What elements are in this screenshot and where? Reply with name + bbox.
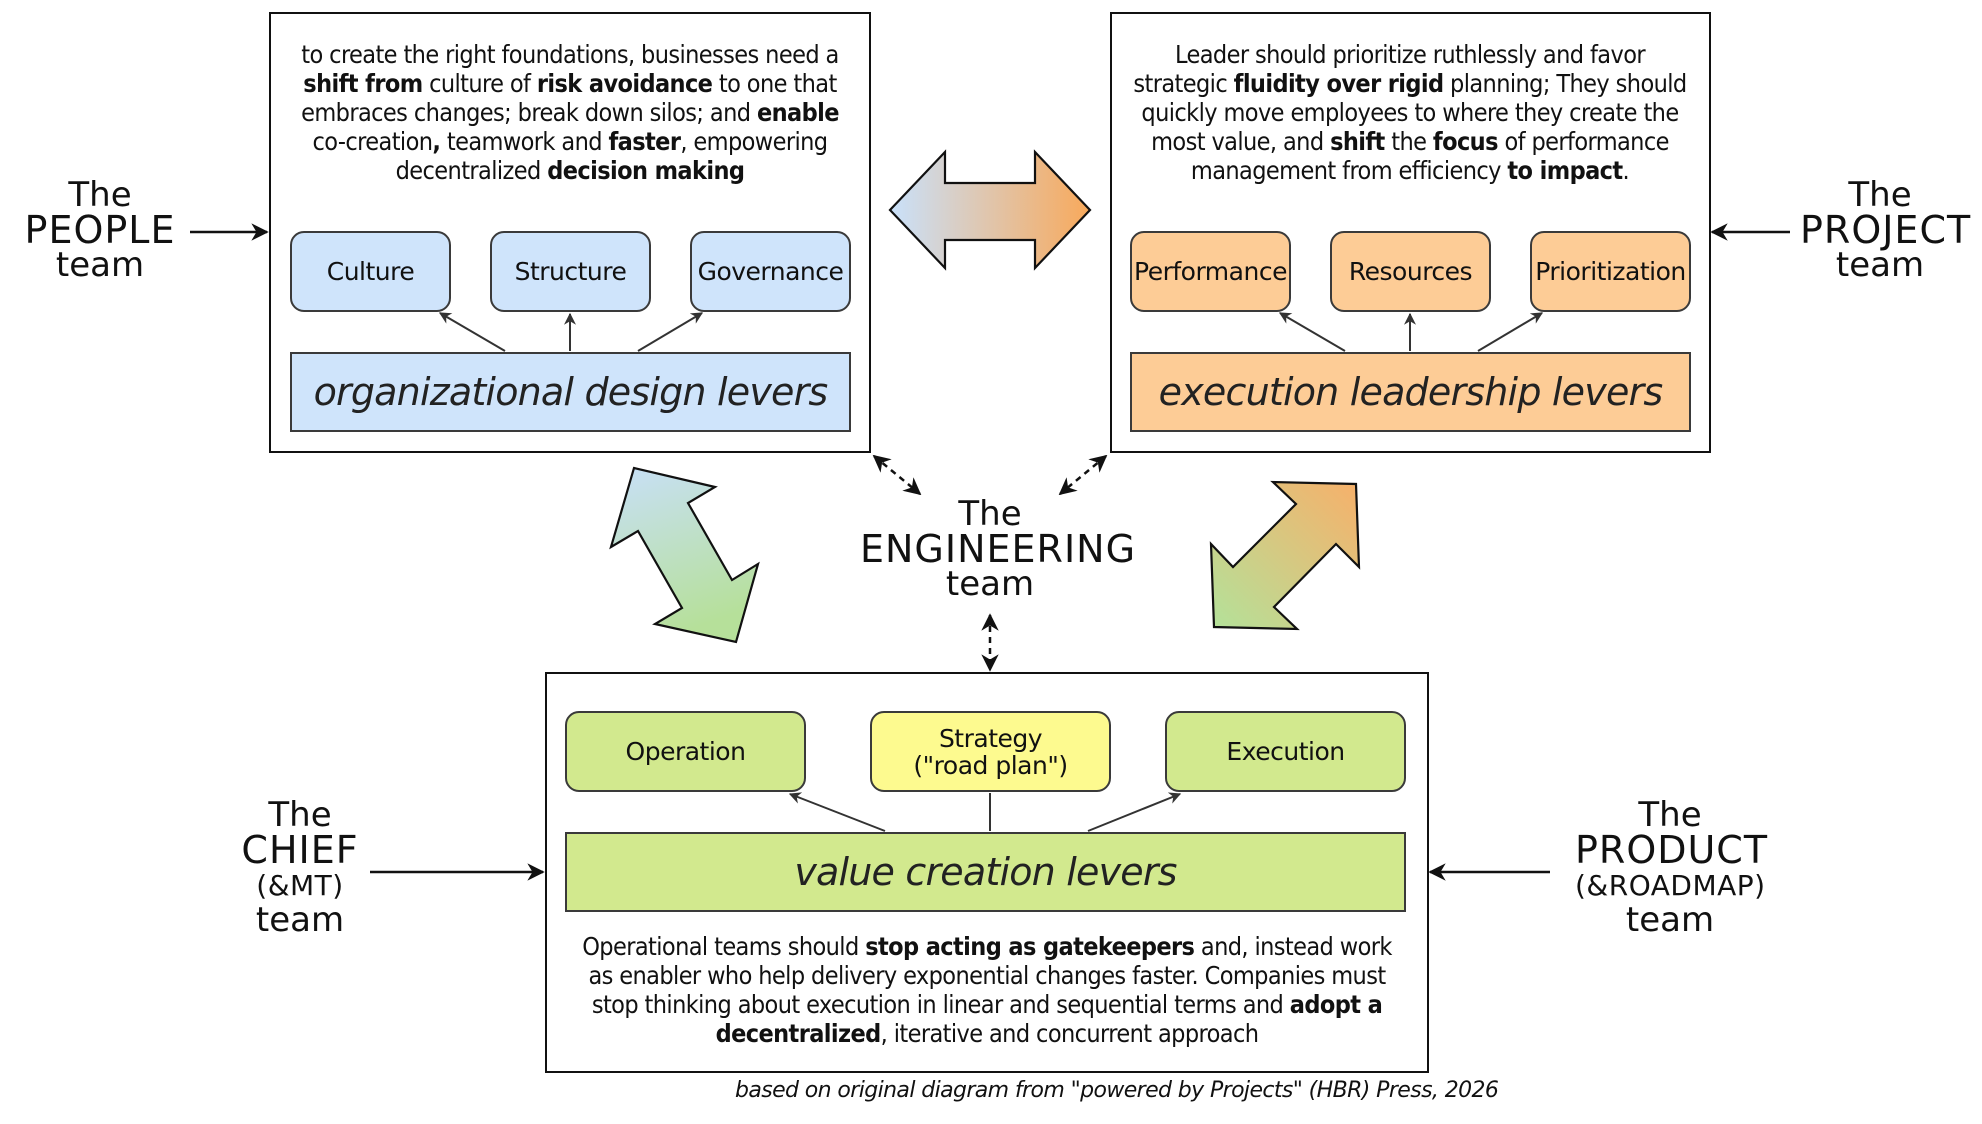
lever-operation: Operation [565,711,806,792]
people-team-label: The PEOPLE team [20,178,180,283]
people-project-exchange-arrow [888,149,1092,271]
lever-structure: Structure [490,231,651,312]
product-team-label: The PRODUCT (&ROADMAP) team [1575,795,1769,940]
engineering-people-dashed-arrow [872,454,922,496]
body-text: , iterative and concurrent approach [880,1019,1259,1048]
product-team-suffix: team [1625,900,1715,940]
lever-resources: Resources [1330,231,1491,312]
emphasis-text: adopt a decentralized [715,990,1383,1048]
chief-team-suffix: team [255,900,345,940]
arrow-to-execution [1087,792,1182,832]
engineering-team-the: The [958,494,1022,534]
project-value-exchange-arrow-shape [1209,480,1361,631]
lever-execution: Execution [1165,711,1406,792]
project-team-name: PROJECT [1800,208,1972,252]
people-value-exchange-arrow [609,466,760,644]
source-caption: based on original diagram from "powered … [735,1078,1499,1103]
body-text: to create the right foundations, busines… [301,40,839,69]
body-text: and, instead work as enabler who help de… [588,932,1392,1019]
emphasis-text: decision making [547,156,745,185]
product-team-the: The [1638,795,1702,835]
chief-team-the: The [268,795,332,835]
body-text: teamwork and [440,127,609,156]
emphasis-text: focus [1432,127,1499,156]
body-text: . [1622,156,1630,185]
people-team-name: PEOPLE [24,208,176,252]
emphasis-text: enable [756,98,840,127]
emphasis-text: , [432,127,441,156]
emphasis-text: to impact [1507,156,1623,185]
people-paragraph: to create the right foundations, busines… [300,40,840,185]
body-text: , empowering decentralized [395,127,828,185]
chief-team-name: CHIEF [241,828,359,872]
body-text: planning; They should quickly move emplo… [1141,69,1687,156]
product-team-sub: (&ROADMAP) [1575,869,1766,902]
chief-team-label: The CHIEF (&MT) team [230,798,370,938]
lever-culture: Culture [290,231,451,312]
emphasis-text: fluidity over rigid [1233,69,1444,98]
emphasis-text: stop acting as gatekeepers [865,932,1195,961]
body-text: culture of [422,69,537,98]
emphasis-text: shift [1330,127,1385,156]
arrow-to-prioritization [1477,312,1544,352]
body-text: Leader should prioritize ruthlessly and … [1133,40,1645,98]
lever-performance: Performance [1130,231,1291,312]
project-paragraph: Leader should prioritize ruthlessly and … [1130,40,1690,185]
organizational-design-levers: organizational design levers [290,352,851,432]
execution-leadership-levers: execution leadership levers [1130,352,1691,432]
emphasis-text: shift from [303,69,423,98]
lever-prioritization: Prioritization [1530,231,1691,312]
value-creation-levers: value creation levers [565,832,1406,912]
body-text: Operational teams should [582,932,866,961]
body-text: co-creation [312,127,433,156]
arrow-to-performance [1278,312,1346,352]
project-team-the: The [1848,175,1912,215]
body-text: the [1384,127,1433,156]
engineering-team-name: ENGINEERING [860,527,1137,571]
people-team-the: The [68,175,132,215]
chief-team-sub: (&MT) [256,869,344,902]
emphasis-text: risk avoidance [536,69,713,98]
product-team-name: PRODUCT [1575,828,1769,872]
arrow-to-operation [788,792,886,832]
project-team-suffix: team [1835,245,1925,285]
arrow-to-governance [637,312,704,352]
people-team-suffix: team [55,245,145,285]
engineering-project-dashed-arrow [1058,454,1108,496]
body-text: to one that embraces changes; break down… [301,69,837,127]
body-text: of performance management from efficienc… [1190,127,1670,185]
engineering-team-suffix: team [945,564,1035,604]
emphasis-text: faster [608,127,681,156]
lever-governance: Governance [690,231,851,312]
lever-strategy: Strategy ("road plan") [870,711,1111,792]
value-paragraph: Operational teams should stop acting as … [575,932,1399,1048]
engineering-team-label: The ENGINEERING team [860,494,1137,604]
arrow-to-culture [438,312,506,352]
project-team-label: The PROJECT team [1800,175,1972,285]
